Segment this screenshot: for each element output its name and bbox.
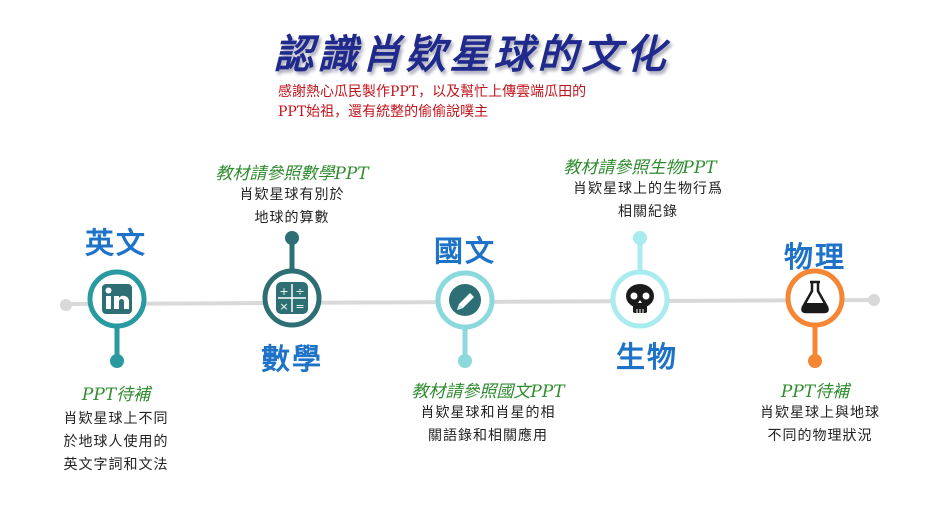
subject-chinese: 國文: [433, 234, 497, 268]
subject-math: 數學: [260, 342, 324, 376]
svg-text:+: +: [279, 285, 288, 298]
chinese-heading: 教材請參照國文PPT: [411, 382, 565, 402]
chinese-description: 肖欵星球和肖星的相 關語錄和相關應用: [421, 402, 556, 448]
math-heading: 教材請參照數學PPT: [215, 164, 369, 184]
subject-physics: 物理: [783, 240, 847, 274]
milestone-english: [87, 269, 147, 368]
english-description: 肖欵星球上不同 於地球人使用的 英文字詞和文法: [64, 408, 169, 477]
english-line-3: 英文字詞和文法: [63, 457, 169, 473]
math-line-2: 地球的算數: [254, 210, 330, 226]
svg-text:=: =: [295, 300, 304, 313]
skull-icon: [626, 284, 654, 313]
biology-line-2: 相關紀錄: [618, 204, 678, 220]
math-line-1: 肖欵星球有別於: [239, 187, 345, 203]
subject-english: 英文: [84, 226, 148, 260]
english-line-2: 於地球人使用的: [63, 434, 169, 450]
flask-icon: [801, 280, 829, 314]
calculator-icon: + ÷ × =: [276, 282, 308, 314]
milestone-math: + ÷ × =: [262, 231, 322, 328]
physics-heading: PPT待補: [780, 382, 850, 402]
milestone-biology: [610, 231, 670, 329]
physics-line-2: 不同的物理狀況: [767, 428, 873, 444]
credit-note: 感謝熱心瓜民製作PPT，以及幫忙上傳雲端瓜田的 PPT始祖，還有統整的偷偷說噗主: [278, 82, 586, 122]
linkedin-icon: [102, 284, 132, 314]
pencil-icon: [449, 284, 481, 316]
biology-description: 肖欵星球上的生物行爲 相關紀錄: [573, 178, 723, 224]
biology-line-1: 肖欵星球上的生物行爲: [573, 181, 723, 197]
physics-line-1: 肖欵星球上與地球: [760, 405, 880, 421]
milestone-chinese: [435, 270, 495, 368]
credit-line-1: 感謝熱心瓜民製作PPT，以及幫忙上傳雲端瓜田的: [278, 84, 587, 100]
chinese-line-2: 關語錄和相關應用: [428, 428, 548, 444]
timeline-start-dot: [60, 299, 72, 311]
biology-heading: 教材請參照生物PPT: [563, 158, 717, 178]
milestone-physics: [785, 268, 845, 368]
timeline-end-dot: [868, 294, 880, 306]
svg-text:×: ×: [279, 300, 288, 313]
math-description: 肖欵星球有別於 地球的算數: [240, 184, 345, 230]
physics-description: 肖欵星球上與地球 不同的物理狀況: [760, 402, 880, 448]
chinese-line-1: 肖欵星球和肖星的相: [420, 405, 556, 421]
subject-biology: 生物: [615, 340, 679, 374]
credit-line-2: PPT始祖，還有統整的偷偷說噗主: [278, 104, 489, 120]
page-title: 認識肖欵星球的文化: [273, 32, 670, 78]
svg-text:÷: ÷: [295, 285, 304, 298]
english-heading: PPT待補: [81, 385, 151, 405]
english-line-1: 肖欵星球上不同: [63, 411, 169, 427]
